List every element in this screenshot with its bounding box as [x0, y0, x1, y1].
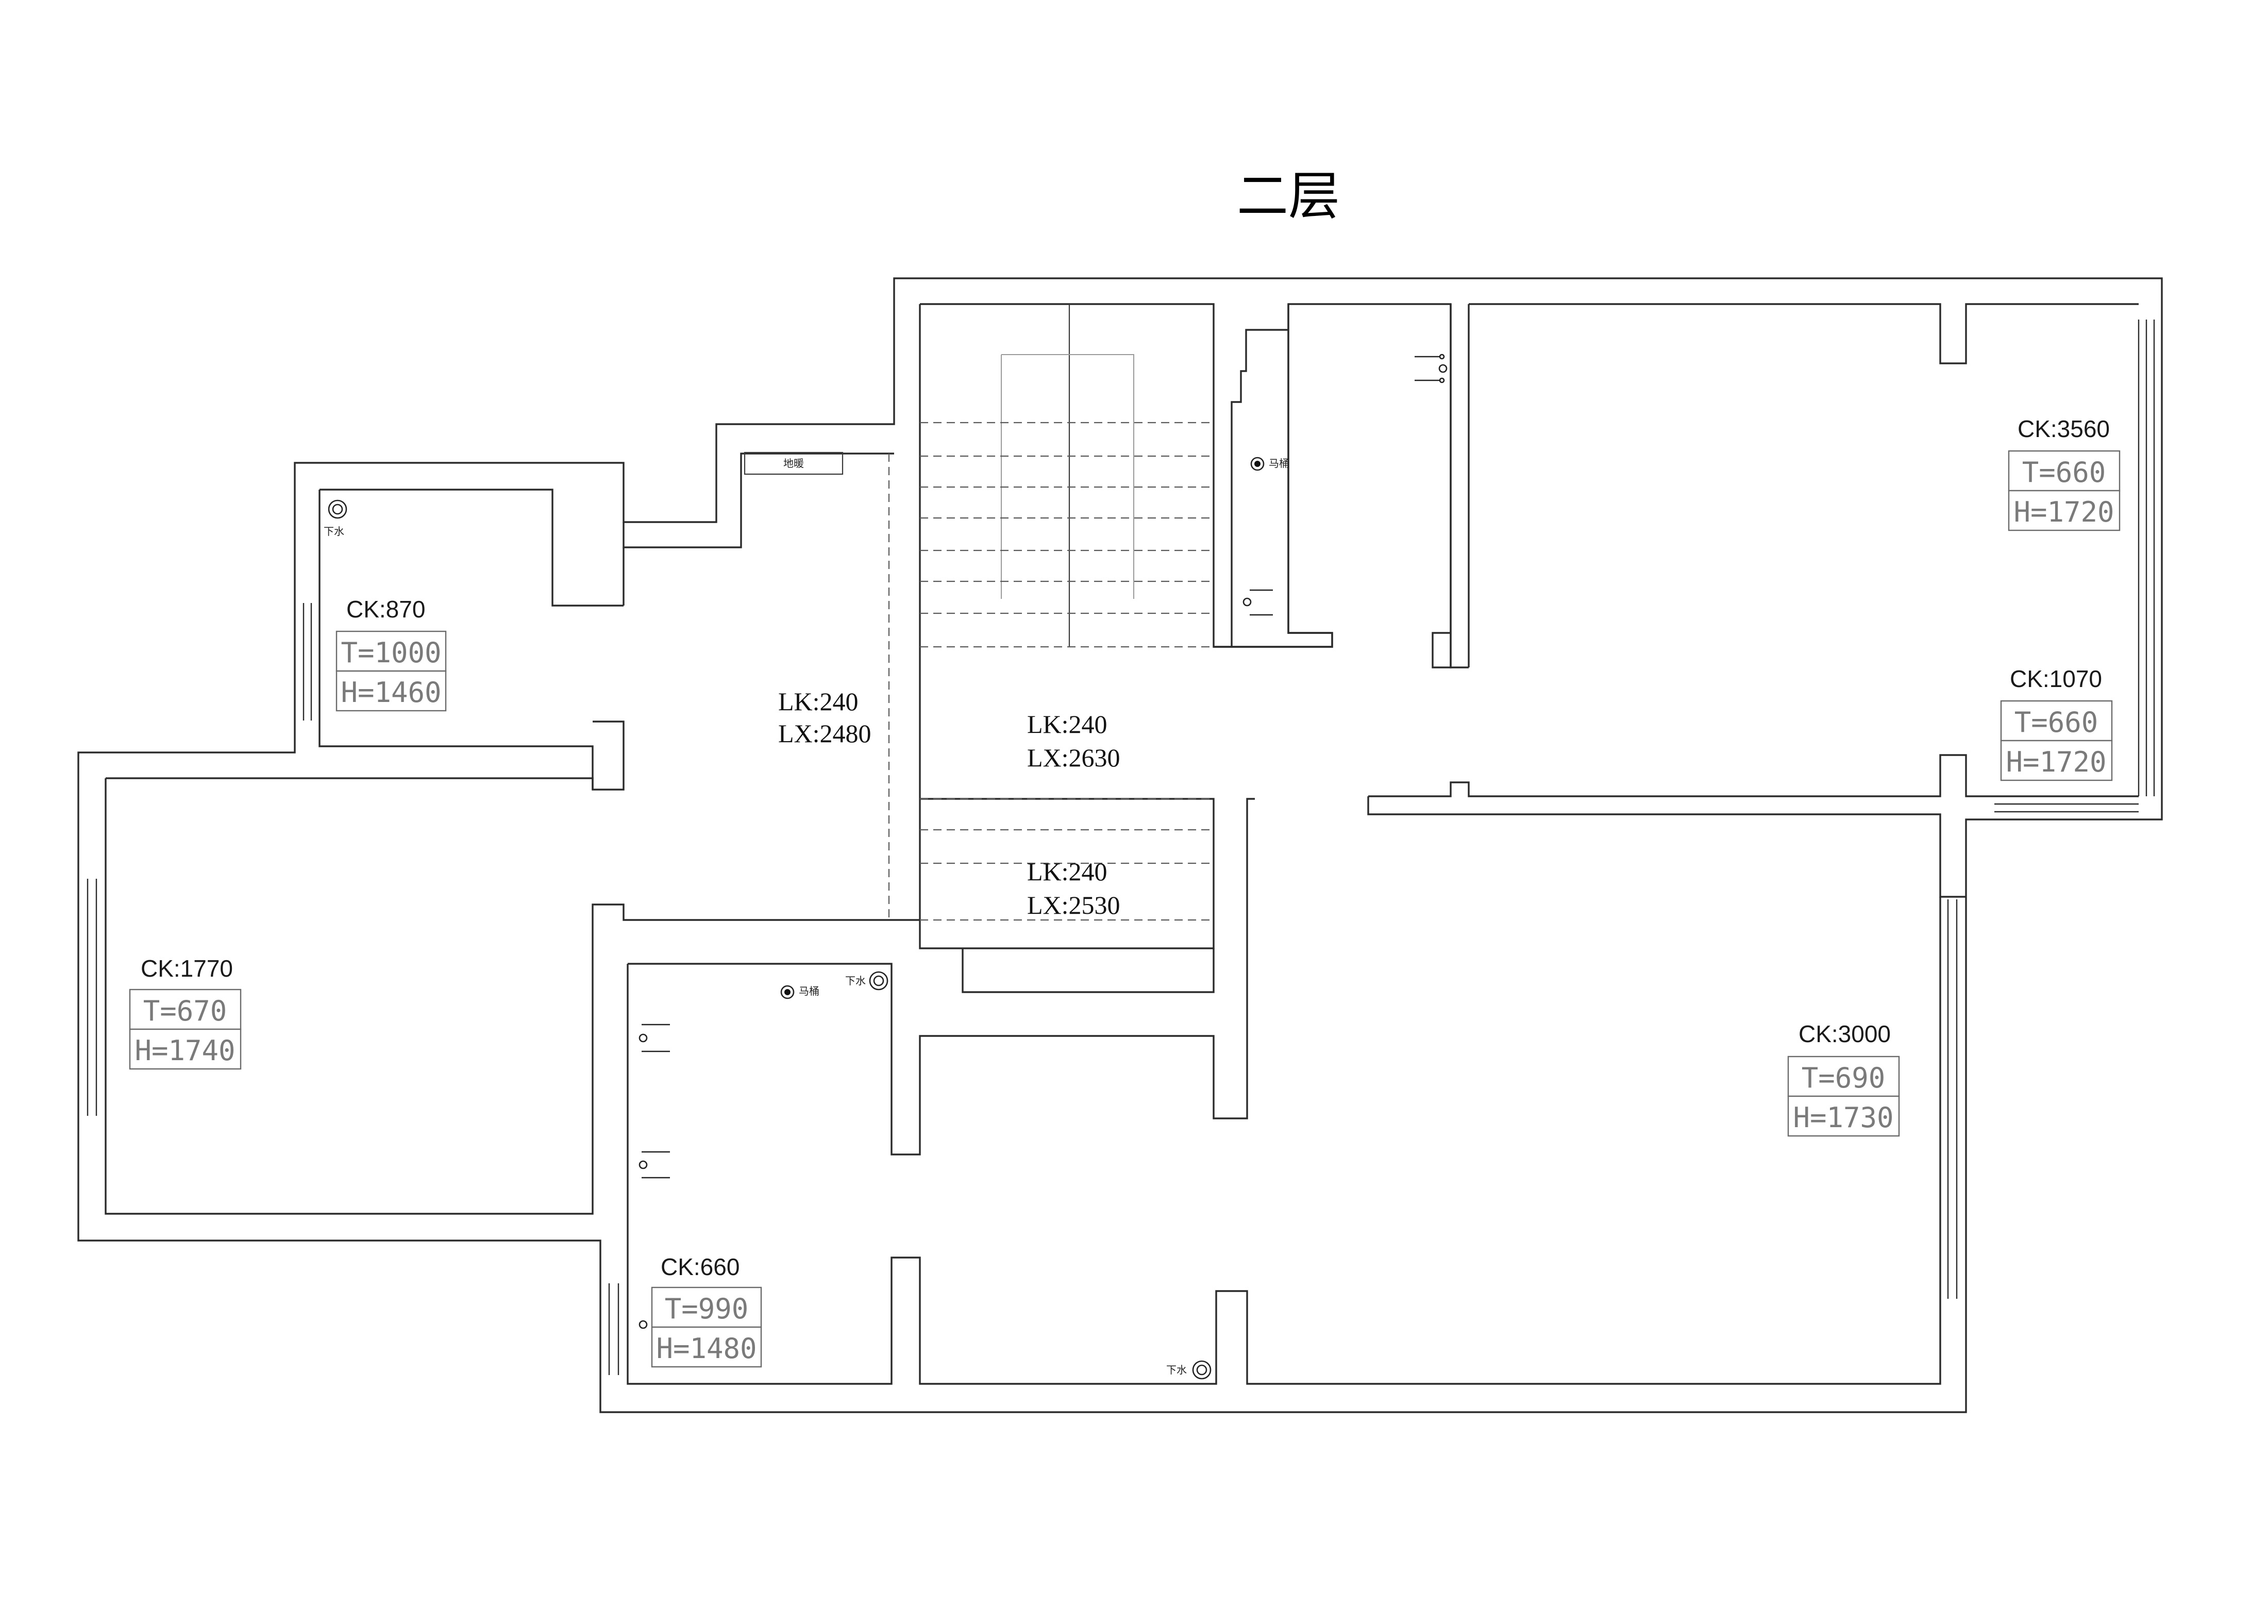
opening-h-value: H=1460	[341, 676, 441, 709]
room-top-bath	[1214, 304, 1452, 668]
room-top-right	[1367, 303, 2139, 898]
floor-heating-label: 地暖	[783, 457, 804, 470]
window-ck-1770	[77, 879, 107, 1116]
opening-ck-label: CK:3000	[1799, 1020, 1891, 1047]
window-ck-3560	[2138, 320, 2163, 796]
opening-ck-label: CK:1070	[2010, 665, 2102, 692]
svg-text:下水: 下水	[1166, 1364, 1187, 1376]
window-ck-870	[294, 603, 321, 721]
opening-tag-ck-3000: CK:3000 T=690 H=1730	[1787, 1020, 1900, 1137]
opening-h-value: H=1740	[135, 1034, 235, 1067]
opening-t-value: T=660	[2022, 456, 2106, 489]
opening-h-value: H=1480	[656, 1332, 757, 1365]
toilet-icon: 马桶	[1250, 457, 1289, 471]
stair-note-lk: LK:240	[1027, 857, 1107, 886]
stair-note-lx: LX:2630	[1027, 743, 1120, 772]
opening-ck-label: CK:870	[346, 596, 425, 623]
outer-wall-line	[77, 277, 2163, 1413]
opening-t-value: T=1000	[341, 637, 441, 669]
window-ck-3000	[1939, 899, 1967, 1299]
floor-heating-manifold	[744, 451, 844, 475]
outer-walls	[77, 277, 2163, 1413]
opening-tag-ck-3560: CK:3560 T=660 H=1720	[2008, 415, 2121, 531]
stair-annotations: LK:240 LX:2480 LK:240 LX:2630 LK:240 LX:…	[778, 687, 1120, 919]
opening-h-value: H=1720	[2013, 496, 2114, 528]
pipe-fittings-bottom-bath	[639, 1024, 670, 1329]
windows	[77, 320, 2163, 1375]
opening-tag-ck-1770: CK:1770 T=670 H=1740	[129, 955, 242, 1070]
drain-icon-bottom: 下水	[1166, 1360, 1212, 1380]
stair-note-lk: LK:240	[778, 687, 859, 716]
toilet-icon-bottom: 马桶	[780, 985, 819, 999]
opening-ck-label: CK:1770	[141, 955, 233, 982]
drain-icon: 下水	[324, 499, 347, 538]
opening-tag-ck-660: CK:660 T=990 H=1480	[651, 1253, 762, 1368]
opening-tag-ck-1070: CK:1070 T=660 H=1720	[2000, 665, 2113, 781]
stair-treads-upper	[920, 422, 1214, 648]
room-bottom-bath	[627, 798, 1941, 1385]
floor-title: 二层	[1237, 166, 1340, 226]
svg-text:下水: 下水	[324, 525, 344, 538]
stair-note-lx: LX:2480	[778, 719, 871, 748]
room-left	[105, 777, 920, 1215]
window-ck-660	[599, 1283, 629, 1375]
drain-icon-bottom-bath: 下水	[845, 971, 888, 991]
stair-core: 地暖	[744, 304, 1215, 993]
stair-note-lk: LK:240	[1027, 710, 1107, 739]
svg-text:马桶: 马桶	[1269, 457, 1289, 470]
svg-text:马桶: 马桶	[799, 985, 819, 997]
opening-t-value: T=670	[143, 995, 227, 1027]
opening-h-value: H=1720	[2006, 746, 2106, 778]
opening-h-value: H=1730	[1793, 1101, 1893, 1134]
opening-ck-label: CK:660	[661, 1253, 740, 1280]
stair-note-lx: LX:2530	[1027, 891, 1120, 919]
opening-t-value: T=990	[665, 1293, 749, 1325]
opening-t-value: T=690	[1802, 1062, 1886, 1094]
window-ck-1070	[1994, 795, 2139, 821]
pipe-fittings-top-bath	[1242, 354, 1448, 616]
svg-text:下水: 下水	[845, 975, 866, 987]
fixtures: 下水 马桶 马桶 下水	[324, 354, 1448, 1380]
opening-ck-label: CK:3560	[2018, 415, 2110, 442]
stair-treads-lower	[920, 798, 1214, 921]
opening-t-value: T=660	[2014, 706, 2098, 739]
opening-tag-ck-870: CK:870 T=1000 H=1460	[335, 596, 447, 712]
